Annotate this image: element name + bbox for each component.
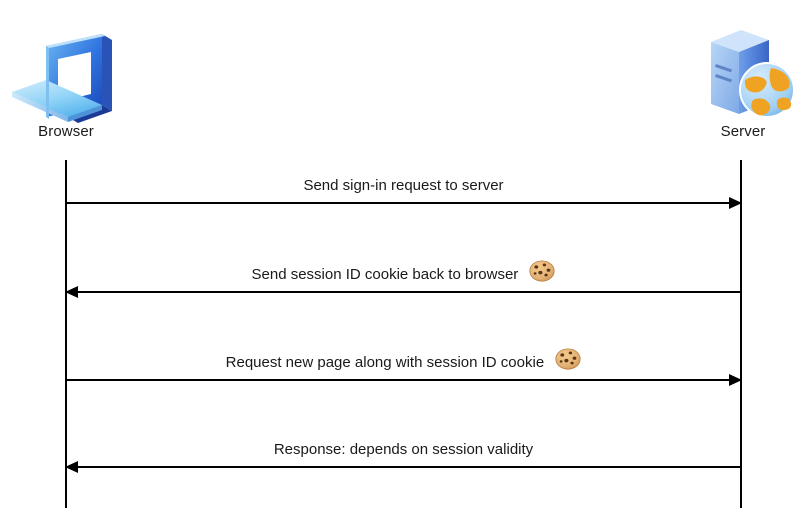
- actor-browser-label: Browser: [38, 123, 94, 140]
- lifeline-server: [740, 160, 742, 508]
- message-text-4: Response: depends on session validity: [273, 441, 534, 458]
- message-arrow-4: Response: depends on session validity: [65, 441, 741, 473]
- message-text-2: Send session ID cookie back to browser: [251, 266, 519, 283]
- message-line-3: [66, 379, 741, 381]
- cookie-icon: [529, 260, 556, 282]
- arrowhead-right-3: [729, 374, 742, 386]
- arrowhead-left-2: [65, 286, 78, 298]
- server-globe-icon: [683, 18, 800, 123]
- message-label-4: Response: depends on session validity: [66, 440, 741, 459]
- message-label-1: Send sign-in request to server: [66, 176, 741, 195]
- message-text-3: Request new page along with session ID c…: [225, 354, 545, 371]
- message-arrow-1: Send sign-in request to server: [66, 177, 742, 209]
- message-line-1: [66, 202, 741, 204]
- cookie-icon: [555, 348, 581, 370]
- message-arrow-2: Send session ID cookie back to browser: [65, 260, 741, 298]
- laptop-icon: [6, 18, 126, 123]
- actor-server: Server: [663, 18, 800, 141]
- actor-browser: Browser: [0, 18, 146, 141]
- message-label-2: Send session ID cookie back to browser: [66, 258, 741, 284]
- message-line-4: [66, 466, 741, 468]
- arrowhead-right-1: [729, 197, 742, 209]
- actor-server-label: Server: [720, 123, 766, 140]
- arrowhead-left-4: [65, 461, 78, 473]
- message-text-1: Send sign-in request to server: [303, 177, 504, 194]
- message-label-3: Request new page along with session ID c…: [66, 346, 741, 372]
- lifeline-browser: [65, 160, 67, 508]
- message-arrow-3: Request new page along with session ID c…: [66, 348, 742, 386]
- message-line-2: [66, 291, 741, 293]
